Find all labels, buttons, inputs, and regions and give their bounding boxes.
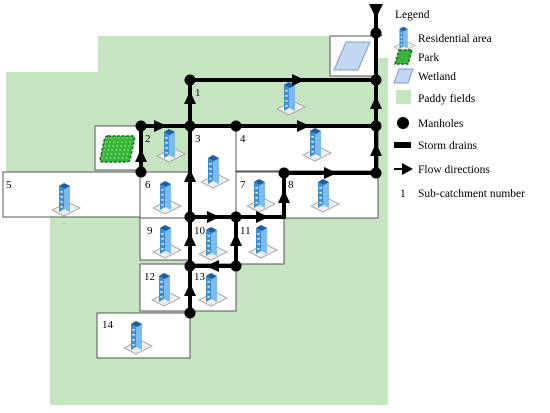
flow-direction-arrows xyxy=(135,23,382,296)
legend-label-flow: Flow directions xyxy=(418,164,490,176)
legend-label-residential: Residential area xyxy=(418,33,492,45)
manhole-icon xyxy=(135,166,147,178)
subcatchment-number-13: 13 xyxy=(194,271,206,283)
manhole-icon xyxy=(184,260,196,272)
subcatchment-number-8: 8 xyxy=(288,179,294,191)
subcatchment-number-1: 1 xyxy=(195,87,201,99)
subcatchment-number-11: 11 xyxy=(240,225,251,237)
residential-building-icon xyxy=(51,183,81,217)
sub-catchment-number: 1 xyxy=(400,188,406,200)
flow-arrow-icon xyxy=(184,169,196,182)
manhole-icon xyxy=(230,120,242,132)
flow-arrow-icon xyxy=(278,190,290,203)
residential-building-icon xyxy=(156,129,186,163)
flow-arrow-icon xyxy=(206,260,219,272)
subcatchment-number-3: 3 xyxy=(195,133,201,145)
residential-building-icon xyxy=(302,128,332,162)
legend-label-subcatchment: Sub-catchment number xyxy=(418,188,525,200)
flow-arrow-icon xyxy=(184,283,196,296)
flow-arrow-icon xyxy=(370,96,382,109)
flow-arrow-icon xyxy=(207,211,220,223)
legend-item-manholes: Manholes xyxy=(397,117,464,130)
residential-building-icon xyxy=(198,273,228,307)
subcatchment-number-12: 12 xyxy=(144,271,155,283)
subcatchment-number-14: 14 xyxy=(102,319,114,331)
manhole-icon xyxy=(370,27,382,39)
legend-label-drains: Storm drains xyxy=(418,140,478,152)
wetland-icon xyxy=(393,68,414,84)
manhole-icon xyxy=(278,167,290,179)
legend-item-paddy: Paddy fields xyxy=(396,90,476,105)
manhole-icon xyxy=(230,211,242,223)
legend-item-wetland: Wetland xyxy=(393,68,456,84)
manhole-icon xyxy=(230,260,242,272)
residential-building-icon xyxy=(152,181,182,215)
subcatchment-box-4 xyxy=(235,125,379,172)
subcatchment-numbers: 1 2 3 4 5 6 7 8 9 10 11 12 13 14 xyxy=(6,87,294,331)
residential-building-icon xyxy=(393,26,416,52)
manholes xyxy=(135,27,382,319)
legend-label-manholes: Manholes xyxy=(418,118,464,130)
residential-building-icon xyxy=(310,179,340,213)
residential-building-icon xyxy=(123,321,153,355)
manhole-icon xyxy=(184,120,196,132)
storm-drain-icon xyxy=(394,142,411,148)
manhole-icon xyxy=(370,167,382,179)
flow-arrow-icon xyxy=(135,149,147,162)
residential-building-icon xyxy=(246,179,276,213)
flow-arrow-icon xyxy=(297,120,310,132)
legend: Legend Residential area Park Wetland Pad… xyxy=(393,9,525,200)
flow-arrow-icon xyxy=(184,91,196,104)
residential-building-icon xyxy=(276,82,306,116)
manhole-icon xyxy=(397,117,409,129)
subcatchment-number-7: 7 xyxy=(240,179,246,191)
flow-arrow-icon xyxy=(184,233,196,246)
residential-buildings xyxy=(51,82,340,355)
legend-title: Legend xyxy=(395,9,430,21)
flow-arrow-icon xyxy=(324,167,337,179)
manhole-icon xyxy=(184,211,196,223)
legend-item-drains: Storm drains xyxy=(394,140,478,152)
subcatchment-number-4: 4 xyxy=(240,133,246,145)
subcatchment-number-9: 9 xyxy=(147,225,153,237)
subcatchment-number-2: 2 xyxy=(145,133,151,145)
manhole-icon xyxy=(135,120,147,132)
wetland-icon xyxy=(333,41,371,71)
flow-arrow-icon xyxy=(256,211,269,223)
legend-item-residential: Residential area xyxy=(393,26,492,52)
park-icon xyxy=(99,135,136,163)
legend-label-wetland: Wetland xyxy=(418,71,456,83)
flow-arrow-icon xyxy=(154,120,167,132)
flow-arrow-icon xyxy=(370,143,382,156)
residential-building-icon xyxy=(152,225,182,259)
manhole-icon xyxy=(370,74,382,86)
manhole-icon xyxy=(184,307,196,319)
subcatchment-number-10: 10 xyxy=(194,225,206,237)
outlet-icon xyxy=(369,4,383,18)
manhole-icon xyxy=(370,120,382,132)
legend-item-park: Park xyxy=(394,49,439,65)
legend-item-flow: Flow directions xyxy=(394,163,490,176)
legend-label-park: Park xyxy=(418,52,439,64)
subcatchment-number-5: 5 xyxy=(6,179,12,191)
park-icon xyxy=(394,49,413,65)
residential-building-icon xyxy=(393,26,416,52)
residential-building-icon xyxy=(151,273,181,307)
flow-arrow-icon xyxy=(230,233,242,246)
residential-building-icon xyxy=(200,155,230,189)
subcatchment-box-8 xyxy=(283,171,379,219)
legend-label-paddy: Paddy fields xyxy=(418,93,476,105)
manhole-icon xyxy=(184,74,196,86)
legend-item-subcatchment: 1 Sub-catchment number xyxy=(400,188,525,200)
flow-arrow-icon xyxy=(394,163,413,175)
residential-building-icon xyxy=(248,225,278,259)
paddy-field-icon xyxy=(396,90,411,104)
flow-arrow-icon xyxy=(292,74,305,86)
residential-building-icon xyxy=(198,227,228,261)
subcatchment-number-6: 6 xyxy=(145,179,151,191)
